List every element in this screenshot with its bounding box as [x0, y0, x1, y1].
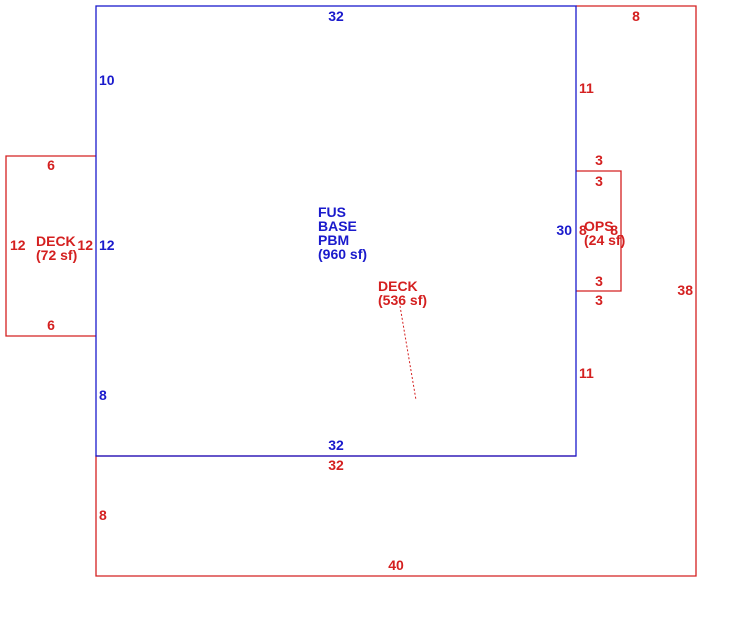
main-dim-left-lower: 8 [99, 387, 107, 403]
main-structure-label: FUS BASE PBM (960 sf) [318, 204, 367, 262]
ops-dim-bottom-outer: 3 [595, 292, 603, 308]
small-deck-dim-top: 6 [47, 157, 55, 173]
ops-dim-left: 8 [579, 222, 587, 238]
deck-dim-right-upper: 11 [579, 80, 594, 96]
ops-dim-top-outer: 3 [595, 152, 603, 168]
small-deck-dim-bottom: 6 [47, 317, 55, 333]
ops-dim-top-inner: 3 [595, 173, 603, 189]
deck-dim-right-lower: 11 [579, 365, 594, 381]
small-deck-dim-right: 12 [77, 237, 93, 253]
main-dim-right: 30 [556, 222, 572, 238]
ops-outline [576, 170, 622, 292]
deck-dim-inner-top: 32 [328, 457, 344, 473]
ops-label: OPS (24 sf) [584, 218, 625, 248]
large-deck-label: DECK (536 sf) [378, 278, 427, 308]
small-deck-outline [5, 155, 96, 337]
deck-dim-right-outer: 38 [677, 282, 693, 298]
main-dim-left-upper: 10 [99, 72, 115, 88]
ops-dim-bottom-inner: 3 [595, 273, 603, 289]
deck-dim-top-right: 8 [632, 8, 640, 24]
small-deck-dim-left: 12 [10, 237, 26, 253]
ops-dim-right: 8 [610, 222, 618, 238]
main-dim-top: 32 [328, 8, 344, 24]
deck-dim-left: 8 [99, 507, 107, 523]
main-dim-left-middle: 12 [99, 237, 115, 253]
main-dim-bottom: 32 [328, 437, 344, 453]
deck-dim-bottom: 40 [388, 557, 404, 573]
small-deck-label: DECK (72 sf) [36, 233, 80, 263]
main-structure-outline [95, 5, 577, 457]
deck-leader-line [399, 305, 417, 401]
